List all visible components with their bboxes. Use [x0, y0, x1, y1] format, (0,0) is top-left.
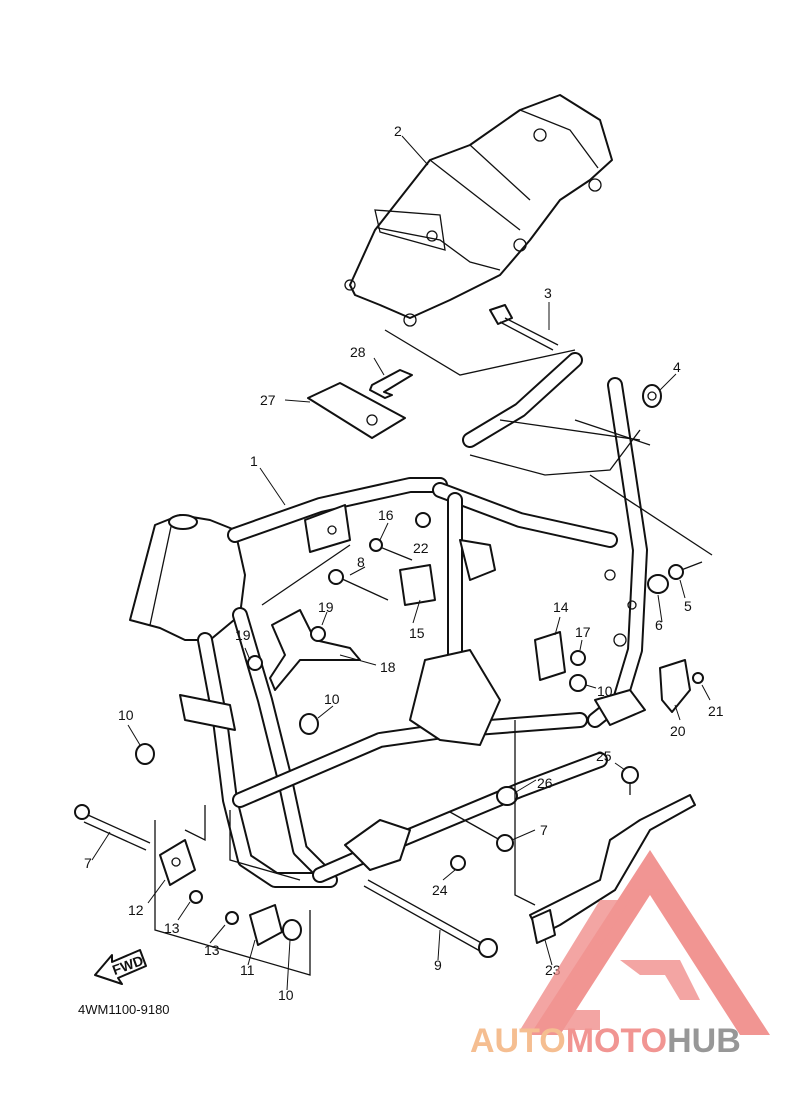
callout-18: 18 — [380, 659, 396, 675]
callout-3: 3 — [544, 285, 552, 301]
callout-10-right: 10 — [597, 683, 613, 699]
callout-14: 14 — [553, 599, 569, 615]
callout-6: 6 — [655, 617, 663, 633]
callout-17: 17 — [575, 624, 591, 640]
bolt-3 — [489, 304, 559, 351]
callout-10-bottom: 10 — [278, 987, 294, 1003]
callout-24: 24 — [432, 882, 448, 898]
callout-16: 16 — [378, 507, 394, 523]
watermark-text: AUTOMOTOHUB — [470, 1022, 741, 1060]
callout-2: 2 — [394, 123, 402, 139]
callout-11: 11 — [240, 962, 255, 978]
callout-20: 20 — [670, 723, 686, 739]
diagram-code: 4WM1100-9180 — [78, 1002, 170, 1017]
callout-22: 22 — [413, 540, 429, 556]
callout-10-left: 10 — [118, 707, 134, 723]
leader-lines — [91, 135, 713, 991]
callout-19-left: 19 — [235, 627, 251, 643]
callout-7-left: 7 — [84, 855, 92, 871]
callout-25: 25 — [596, 748, 612, 764]
plate-27 — [307, 382, 406, 439]
callout-5: 5 — [684, 598, 692, 614]
callout-15: 15 — [409, 625, 425, 641]
bracket-28 — [369, 369, 413, 399]
rear-subframe — [344, 94, 613, 327]
hardware — [74, 512, 704, 958]
callout-1: 1 — [250, 453, 258, 469]
callout-19-right: 19 — [318, 599, 334, 615]
callout-4: 4 — [673, 359, 681, 375]
callout-21: 21 — [708, 703, 724, 719]
callout-27: 27 — [260, 392, 276, 408]
callout-13-upper: 13 — [164, 920, 180, 936]
watermark-logo: AUTOMOTOHUB — [470, 850, 770, 1060]
callout-10-middle: 10 — [324, 691, 340, 707]
callout-7-right: 7 — [540, 822, 548, 838]
fwd-arrow: FWD — [94, 949, 147, 985]
callout-13-lower: 13 — [204, 942, 220, 958]
callout-9: 9 — [434, 957, 442, 973]
nut-4 — [642, 384, 662, 408]
callout-12: 12 — [128, 902, 144, 918]
callout-28: 28 — [350, 344, 366, 360]
main-frame — [129, 352, 648, 888]
watermark-triangle-icon — [520, 850, 770, 1035]
callout-8: 8 — [357, 554, 365, 570]
callout-26: 26 — [537, 775, 553, 791]
